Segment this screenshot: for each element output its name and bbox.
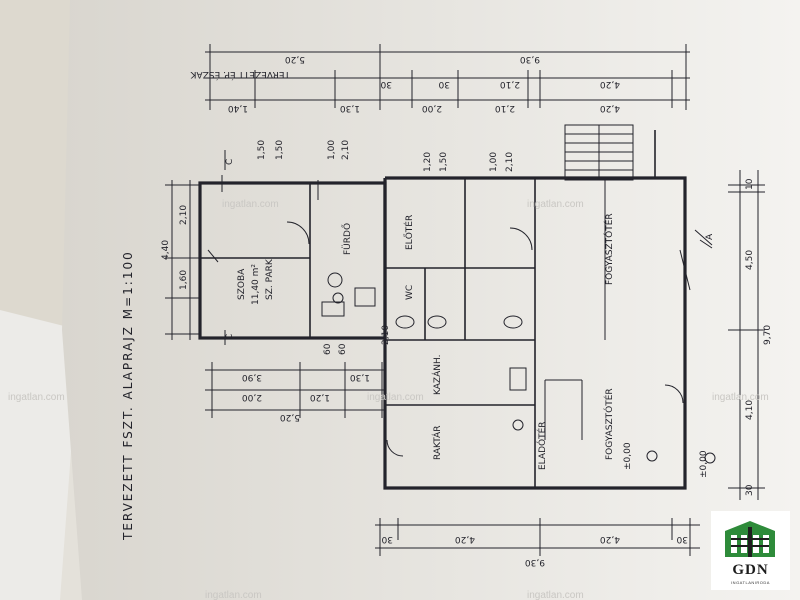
section-c-bottom: C	[225, 334, 235, 340]
dim-left-1: 4,40	[161, 240, 171, 260]
plan-title: TERVEZETT FSZT. ALAPRAJZ M=1:100	[121, 250, 135, 541]
dim-left-5: 60	[338, 343, 348, 355]
room-raktar: RAKTÁR	[431, 426, 443, 460]
left-dimensions	[165, 180, 200, 340]
mid-dimension-labels: 1,50 1,50 1,00 2,10 1,20 1,50 1,00 2,10	[257, 140, 515, 172]
dim-mid-2: 1,50	[275, 140, 285, 160]
dim-top-1: 5,20	[285, 54, 305, 64]
dim-left-2: 1,60	[179, 270, 189, 290]
dim-mid-4: 2,10	[341, 140, 351, 160]
dim-mid-5: 1,20	[423, 152, 433, 172]
dim-midlow-3: 1,30	[350, 372, 370, 382]
dim-mid-7: 1,00	[489, 152, 499, 172]
gdn-logo-subtitle: INGATLANIRODA	[731, 580, 770, 585]
top-dimensions	[205, 44, 690, 110]
right-dimension-labels: 9,70 4,50 4,10 10 30	[745, 178, 773, 496]
exterior-stairs	[564, 124, 656, 181]
gdn-logo-mark-icon	[725, 521, 775, 557]
watermark-7: ingatlan.com	[527, 590, 584, 600]
level-and-section-labels: ±0,00 ±0,00 C C A	[225, 159, 715, 478]
dim-bottom-4: 30	[381, 534, 393, 544]
dim-left-3: 2,10	[179, 205, 189, 225]
left-edge-shadow	[0, 0, 75, 330]
level-2: ±0,00	[699, 450, 709, 478]
dim-bottom-5: 30	[676, 534, 688, 544]
dim-right-2: 4,50	[745, 250, 755, 270]
dim-midlow-6: 2,10	[381, 325, 391, 345]
door-swings	[286, 221, 713, 457]
room-furdo: FÜRDŐ	[342, 223, 353, 255]
dim-top-9: 2,00	[422, 103, 442, 113]
dim-top-4: 30	[438, 79, 450, 89]
watermark-1: ingatlan.com	[222, 199, 279, 210]
dim-bottom-2: 4,20	[455, 534, 475, 544]
mid-lower-dimension-labels: 5,20 3,90 1,30 2,00 1,20 2,10	[242, 325, 391, 422]
section-markers	[207, 150, 716, 464]
bottom-dimensions	[375, 518, 700, 556]
dim-top-7: 1,40	[228, 103, 248, 113]
room-szoba: SZOBA	[237, 268, 247, 300]
left-lower-sheet	[0, 310, 80, 600]
room-fogyaszto-lower: FOGYASZTÓTÉR	[603, 388, 615, 460]
left-dimension-labels: 4,40 1,60 2,10 60 60	[161, 205, 348, 355]
paper-sheet	[62, 0, 800, 600]
sanitary-fixtures	[321, 272, 527, 431]
watermark-3: ingatlan.com	[8, 392, 65, 403]
dim-right-4: 10	[745, 178, 755, 190]
section-a-right: A	[705, 233, 715, 240]
dim-midlow-2: 3,90	[242, 372, 262, 382]
dim-midlow-1: 5,20	[280, 412, 300, 422]
dim-left-4: 60	[323, 343, 333, 355]
dim-bottom-3: 4,20	[600, 534, 620, 544]
dim-mid-8: 2,10	[505, 152, 515, 172]
dim-mid-3: 1,00	[327, 140, 337, 160]
label-tervezett-ep: TERVEZETT ÉP. ÉSZAK	[190, 69, 291, 81]
level-1: ±0,00	[623, 442, 633, 470]
dim-mid-1: 1,50	[257, 140, 267, 160]
gdn-logo: GDN INGATLANIRODA	[711, 511, 790, 590]
dim-top-10: 2,10	[495, 103, 515, 113]
room-eladoter: ELADÓTÉR	[536, 421, 548, 470]
walls-main-block	[383, 176, 687, 490]
dim-top-3: 30	[380, 79, 392, 89]
room-szoba-floor: SZ. PARK	[265, 258, 275, 300]
dim-bottom-1: 9,30	[525, 557, 545, 567]
dim-midlow-5: 1,20	[310, 392, 330, 402]
dim-top-8: 1,30	[340, 103, 360, 113]
dim-top-6: 4,20	[600, 79, 620, 89]
dim-right-5: 30	[745, 484, 755, 496]
top-dimension-labels: 5,20 9,30 30 30 2,10 4,20 1,40 1,30 2,00…	[228, 54, 620, 113]
watermark-6: ingatlan.com	[205, 590, 262, 600]
room-wc: WC	[405, 285, 415, 300]
room-labels: SZOBA 11,40 m² SZ. PARK FÜRDŐ ELŐTÉR WC …	[190, 69, 615, 470]
watermark-5: ingatlan.com	[712, 392, 769, 403]
room-eloter-top: ELŐTÉR	[403, 215, 415, 250]
dim-top-11: 4,20	[600, 103, 620, 113]
dim-midlow-4: 2,00	[242, 392, 262, 402]
gdn-logo-wordmark: GDN	[732, 562, 769, 578]
dim-right-3: 4,10	[745, 400, 755, 420]
section-c-top: C	[225, 159, 235, 165]
right-dimensions	[728, 170, 765, 500]
room-kazan: KAZÁNH.	[431, 355, 443, 395]
watermarks: ingatlan.com ingatlan.com ingatlan.com i…	[8, 199, 769, 600]
room-fogyaszto-upper: FOGYASZTÓTÉR	[603, 213, 615, 285]
bottom-dimension-labels: 9,30 4,20 4,20 30 30	[381, 534, 688, 567]
watermark-2: ingatlan.com	[527, 199, 584, 210]
dim-top-2: 9,30	[520, 54, 540, 64]
dim-right-1: 9,70	[763, 325, 773, 345]
watermark-4: ingatlan.com	[367, 392, 424, 403]
dim-mid-6: 1,50	[439, 152, 449, 172]
middle-dimensions	[205, 362, 385, 418]
dim-top-5: 2,10	[500, 79, 520, 89]
room-szoba-area: 11,40 m²	[251, 264, 261, 305]
